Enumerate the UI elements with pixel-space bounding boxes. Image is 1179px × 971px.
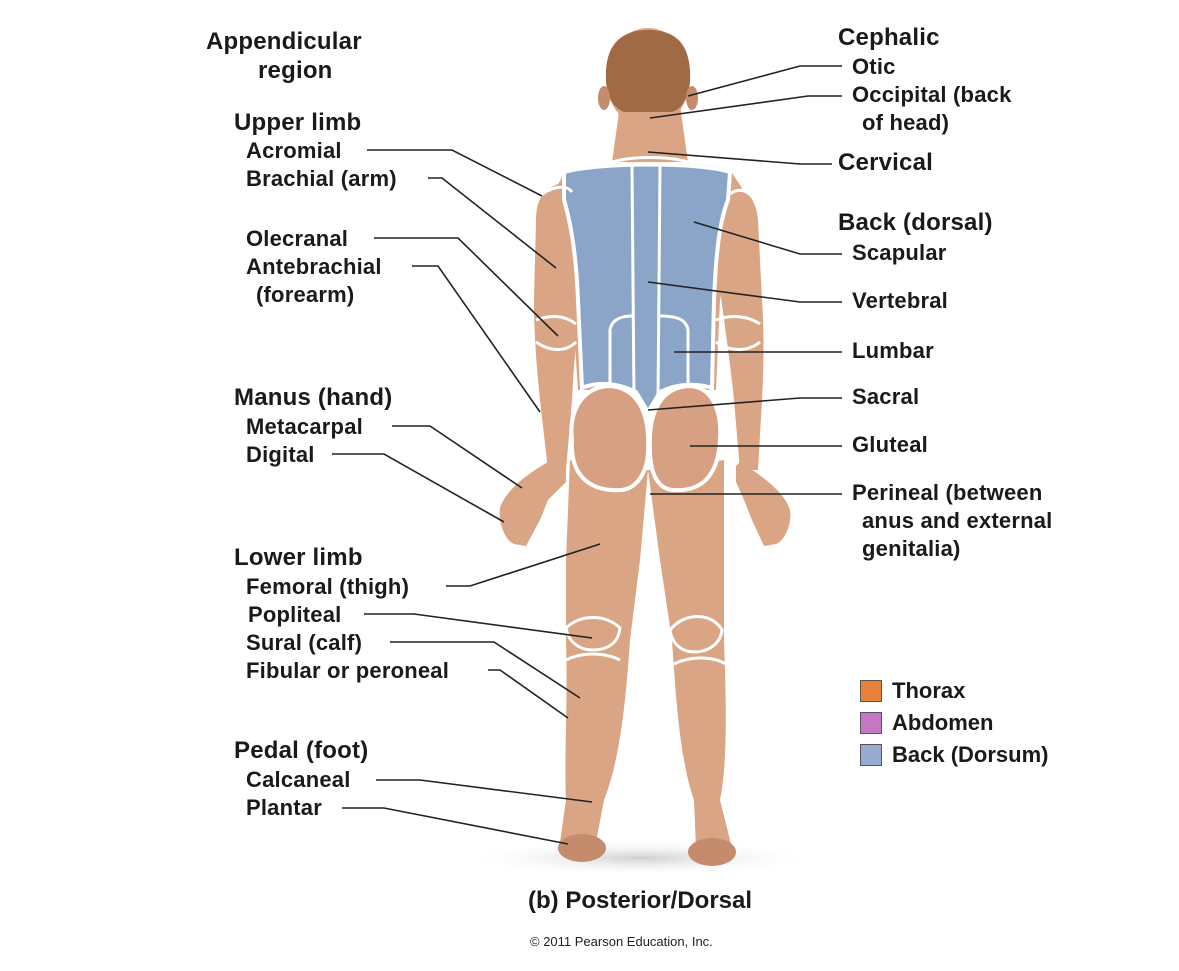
olecranal-outline-right [715,315,761,351]
right-hand [736,462,791,546]
leader-sural [390,641,581,699]
acromial-outline-right [729,188,758,205]
label-cervical: Cervical [838,149,933,176]
label-lumbar: Lumbar [852,338,934,363]
label-appendicular: Appendicular [206,28,362,55]
sural-outline-left [565,652,621,662]
label-olecranal: Olecranal [246,226,349,251]
leader-plantar [342,807,569,845]
gluteal-right [647,383,723,493]
label-cephalic: Cephalic [838,24,940,51]
leader-sacral [647,397,842,411]
gluteal-left [569,383,651,493]
leader-olecranal [374,237,559,337]
leader-calcaneal [376,779,593,803]
label-acromial: Acromial [246,138,342,163]
label-calcaneal: Calcaneal [246,767,351,792]
label-region: region [258,57,333,84]
label-femoral: Femoral (thigh) [246,574,410,599]
right-foot [688,838,736,866]
left-leg [560,460,648,842]
leader-acromial [367,149,543,197]
right-ear [686,86,698,110]
leader-digital [332,453,505,523]
label-otic: Otic [852,54,896,79]
label-metacarpal: Metacarpal [246,414,363,439]
label-scapular: Scapular [852,240,947,265]
cervical-outline [611,156,689,164]
label-digital: Digital [246,442,315,467]
label-plantar: Plantar [246,795,322,820]
leader-metacarpal [392,425,523,489]
lumbar-boundary-left [608,314,633,388]
left-hand [499,462,566,546]
legend-label-thorax: Thorax [892,678,966,703]
label-occipital: Occipital (back [852,82,1012,107]
left-foot [558,834,606,862]
lumbar-boundary-right [659,314,690,388]
leader-otic [687,65,842,97]
label-back-dorsal: Back (dorsal) [838,209,993,236]
label-upper-limb: Upper limb [234,109,362,136]
label-fibular: Fibular or peroneal [246,658,450,683]
figure-body [499,28,791,866]
figure-caption: (b) Posterior/Dorsal [528,887,753,914]
hair [605,30,691,112]
popliteal-outline-right [668,615,724,654]
label-pedal: Pedal (foot) [234,737,369,764]
label-popliteal: Popliteal [248,602,342,627]
label-perineal-2: anus and external [862,508,1053,533]
label-gluteal: Gluteal [852,432,928,457]
label-sacral: Sacral [852,384,920,409]
label-lower-limb: Lower limb [234,544,363,571]
leader-cervical [647,151,832,165]
legend-label-back: Back (Dorsum) [892,742,1049,767]
leader-fibular [488,669,569,719]
copyright: © 2011 Pearson Education, Inc. [530,934,713,949]
leader-scapular [693,221,842,255]
label-occipital-2: of head) [862,110,950,135]
popliteal-outline-left [564,616,622,652]
legend-item-back: Back (Dorsum) [860,742,1048,768]
right-leg [648,460,732,848]
leader-antebrachial [412,265,541,413]
leader-vertebral [647,281,842,303]
back-region [562,162,733,416]
legend-item-thorax: Thorax [860,678,965,704]
label-sural: Sural (calf) [246,630,363,655]
leader-lines [332,65,842,845]
vertebral-line-left [630,165,636,401]
left-ear [598,86,610,110]
label-perineal: Perineal (between [852,480,1043,505]
leader-occipital [649,95,842,119]
label-brachial: Brachial (arm) [246,166,397,191]
legend-item-abdomen: Abdomen [860,710,993,736]
label-forearm: (forearm) [256,282,355,307]
label-antebrachial: Antebrachial [246,254,382,279]
legend-label-abdomen: Abdomen [892,710,994,735]
swatch-abdomen [860,712,882,734]
swatch-thorax [860,680,882,702]
leader-femoral [446,543,601,587]
label-manus: Manus (hand) [234,384,393,411]
leader-brachial [428,177,557,269]
sural-outline-right [673,656,727,666]
leader-popliteal [364,613,593,639]
label-perineal-3: genitalia) [862,536,961,561]
label-vertebral: Vertebral [852,288,948,313]
swatch-back [860,744,882,766]
floor-shadow [460,840,820,876]
